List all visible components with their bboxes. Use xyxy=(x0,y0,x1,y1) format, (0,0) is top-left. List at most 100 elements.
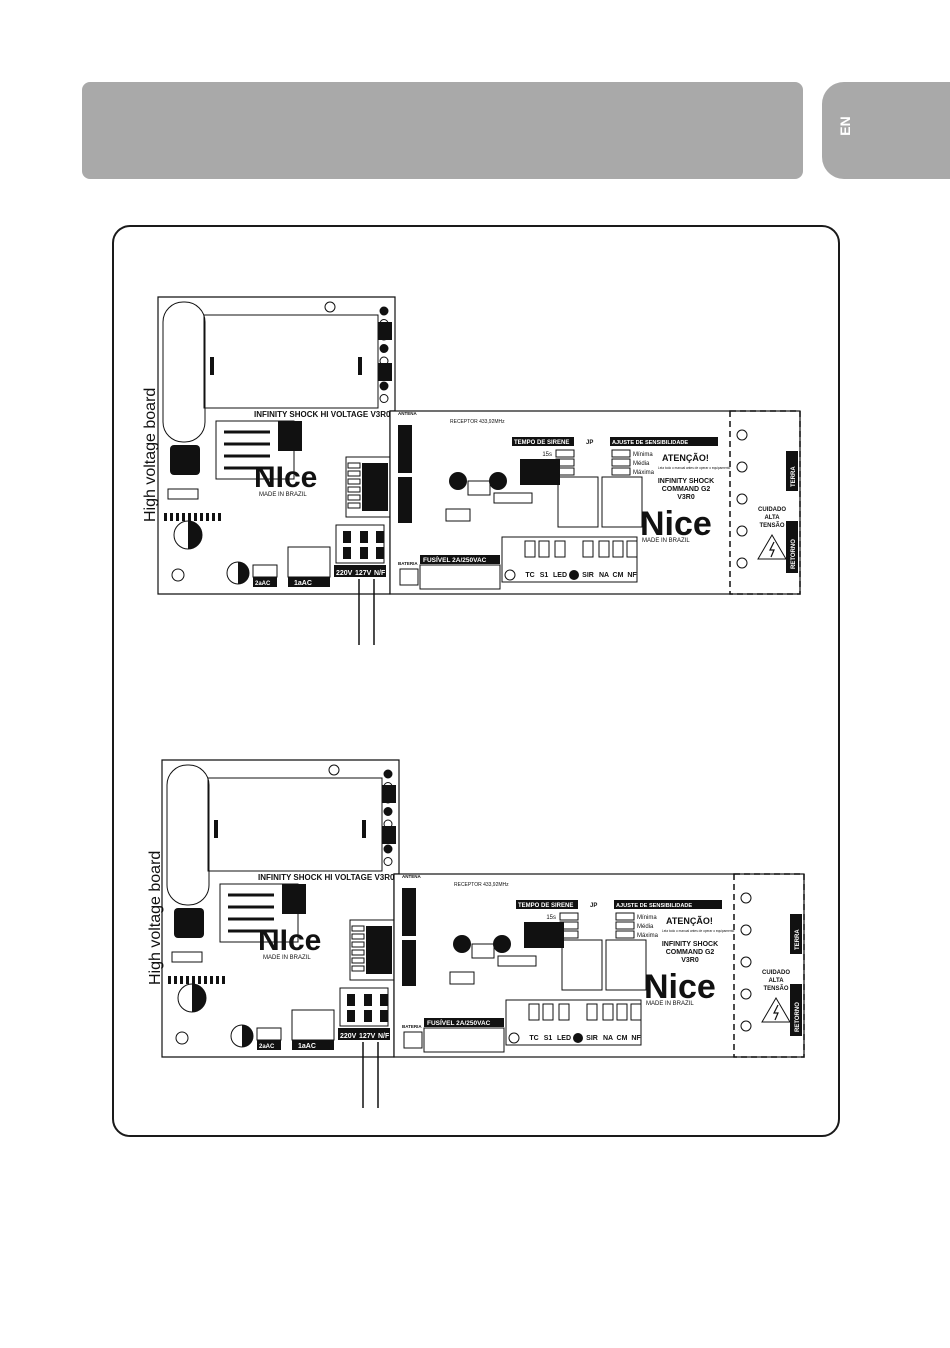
terminal-screw-2 xyxy=(558,1003,570,1021)
microcontroller xyxy=(520,459,560,485)
language-tab[interactable]: EN xyxy=(822,82,950,179)
terra-label: TERRA xyxy=(791,466,797,487)
terminal-label-cm: CM xyxy=(613,572,624,579)
hv-block-a xyxy=(382,785,396,803)
crystal xyxy=(445,508,471,522)
resistor-9 xyxy=(222,976,225,984)
dip-2 xyxy=(351,941,365,948)
ic-block xyxy=(174,908,204,938)
terminal-label-na: NA xyxy=(603,1035,613,1042)
antenna-block xyxy=(402,888,416,936)
atencao-note: Leia todo o manual antes de operar o equ… xyxy=(658,466,731,470)
product-line-1: INFINITY SHOCK xyxy=(662,941,718,948)
receptor-label: RECEPTOR 433,92MHz xyxy=(450,419,505,425)
hv-pad-0 xyxy=(383,769,393,779)
ajuste-option-2: Máxima xyxy=(637,933,659,939)
ajuste-option-0: Mínima xyxy=(633,452,653,458)
voltage-label-220: 220V xyxy=(340,1033,357,1040)
relay-2 xyxy=(605,939,647,991)
voltage-pin-top-0 xyxy=(343,531,351,543)
led-pad xyxy=(171,568,185,582)
terminal-screw-4 xyxy=(602,1003,614,1021)
nice-logo: NIce xyxy=(258,924,321,957)
dip-5 xyxy=(351,965,365,972)
coil-outline xyxy=(207,777,383,872)
retorno-label: RETORNO xyxy=(795,1002,801,1032)
ic-block xyxy=(170,445,200,475)
fusivel-label: FUSÍVEL 2A/250VAC xyxy=(427,1018,491,1027)
terra-bar xyxy=(786,451,798,491)
made-in-label: MADE IN BRAZIL xyxy=(259,492,307,498)
resistor-4 xyxy=(192,976,195,984)
resistor-6 xyxy=(204,976,207,984)
voltage-pin-bot-1 xyxy=(360,547,368,559)
cuidado-line-1: ALTA xyxy=(764,515,780,521)
regulator xyxy=(471,943,495,959)
voltage-pin-bot-0 xyxy=(347,1010,355,1022)
fuse-holder xyxy=(419,564,501,590)
electrolytic-1 xyxy=(453,935,471,953)
retorno-bar xyxy=(790,984,802,1036)
pin-0 xyxy=(210,357,214,367)
dip-1 xyxy=(351,933,365,940)
voltage-pin-top-2 xyxy=(380,994,388,1006)
ajuste-option-2: Máxima xyxy=(633,470,655,476)
ajuste-option-0: Mínima xyxy=(637,915,657,921)
voltage-pin-bot-2 xyxy=(380,1010,388,1022)
ac2-label-bar xyxy=(257,1040,281,1050)
antenna-block xyxy=(398,425,412,473)
lightning-icon xyxy=(773,1004,779,1021)
retorno-bar xyxy=(786,521,798,573)
ajuste-jumper-0 xyxy=(615,912,635,921)
terminal-screw-1 xyxy=(538,540,550,558)
terminal-label-tc: TC xyxy=(529,1035,538,1042)
tempo-sirene-bar xyxy=(512,437,574,446)
resistor-6 xyxy=(200,513,203,521)
dip-4 xyxy=(351,957,365,964)
electrolytic-2 xyxy=(493,935,511,953)
terminal-label-tc: TC xyxy=(525,572,534,579)
fusivel-bar xyxy=(424,1018,504,1027)
electrolytic-2 xyxy=(489,472,507,490)
resistor-0 xyxy=(168,976,171,984)
ac1-label-bar xyxy=(292,1040,334,1050)
atencao-label: ATENÇÃO! xyxy=(666,916,713,926)
connector-strip xyxy=(171,951,203,963)
hv-zone-pad-3 xyxy=(740,988,752,1000)
hv-pad-7 xyxy=(379,394,389,403)
command-made-in: MADE IN BRAZIL xyxy=(646,1001,694,1007)
microcontroller xyxy=(524,922,564,948)
terminal-label-led: LED xyxy=(553,572,567,579)
terminal-screw-5 xyxy=(616,1003,628,1021)
header-strip xyxy=(497,955,537,967)
terminal-screw-2 xyxy=(554,540,566,558)
ajuste-jumper-2 xyxy=(611,467,631,476)
retorno-label: RETORNO xyxy=(791,539,797,569)
resistor-2 xyxy=(176,513,179,521)
terminal-label-sir: SIR xyxy=(582,572,594,579)
capsule-outline xyxy=(162,301,206,443)
hv-zone-dashed xyxy=(733,873,805,1058)
label-1ac: 1aAC xyxy=(294,580,312,587)
battery-connector xyxy=(403,1031,423,1049)
hv-pad-3 xyxy=(383,807,393,816)
pin-2 xyxy=(358,357,362,367)
header-band xyxy=(82,82,803,179)
voltage-selector xyxy=(335,524,385,564)
ajuste-jumper-0 xyxy=(611,449,631,458)
hv-zone-pad-0 xyxy=(736,429,748,441)
ajuste-option-1: Média xyxy=(637,924,654,930)
jp-label: JP xyxy=(586,440,593,446)
pin-0 xyxy=(214,820,218,830)
dip-5 xyxy=(347,502,361,509)
hv-zone-pad-2 xyxy=(740,956,752,968)
terminal-label-led: LED xyxy=(557,1035,571,1042)
terminal-screw-0 xyxy=(524,540,536,558)
led-pad xyxy=(175,1031,189,1045)
capsule-outline xyxy=(166,764,210,906)
dip-0 xyxy=(351,925,365,932)
hv-block-b xyxy=(382,826,396,844)
